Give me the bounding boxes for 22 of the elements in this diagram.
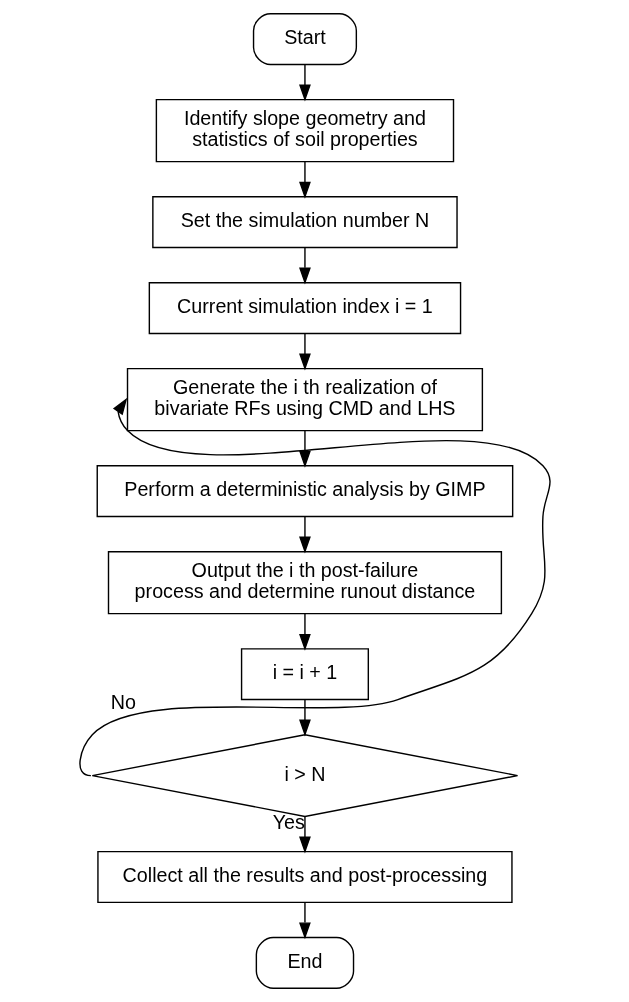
arrow bbox=[298, 815, 311, 854]
arrow bbox=[298, 64, 311, 102]
edge-label: No bbox=[110, 690, 136, 713]
node-box: Current simulation index i = 1 bbox=[148, 282, 461, 335]
arrow bbox=[298, 901, 311, 940]
node-box: End bbox=[255, 936, 354, 989]
node-box: Output the i th post-failure process and determine runout distance bbox=[107, 551, 502, 615]
node-box: Collect all the results and post-processing bbox=[96, 850, 513, 904]
arrow bbox=[298, 699, 311, 737]
arrow bbox=[78, 397, 551, 777]
arrow bbox=[298, 613, 311, 651]
node-box: Start bbox=[252, 13, 357, 66]
arrow bbox=[298, 430, 311, 468]
arrow bbox=[298, 246, 311, 285]
node-box: Set the simulation number N bbox=[151, 196, 458, 249]
arrow bbox=[298, 161, 311, 199]
arrow bbox=[298, 516, 311, 554]
node-box: Perform a deterministic analysis by GIMP bbox=[96, 465, 513, 518]
node-box: Identify slope geometry and statistics of soil properties bbox=[155, 98, 454, 163]
arrow bbox=[298, 333, 311, 371]
node-box: Generate the i th realization of bivariate RFs using CMD and LHS bbox=[126, 367, 483, 432]
node-box: i = i + 1 bbox=[240, 648, 369, 701]
